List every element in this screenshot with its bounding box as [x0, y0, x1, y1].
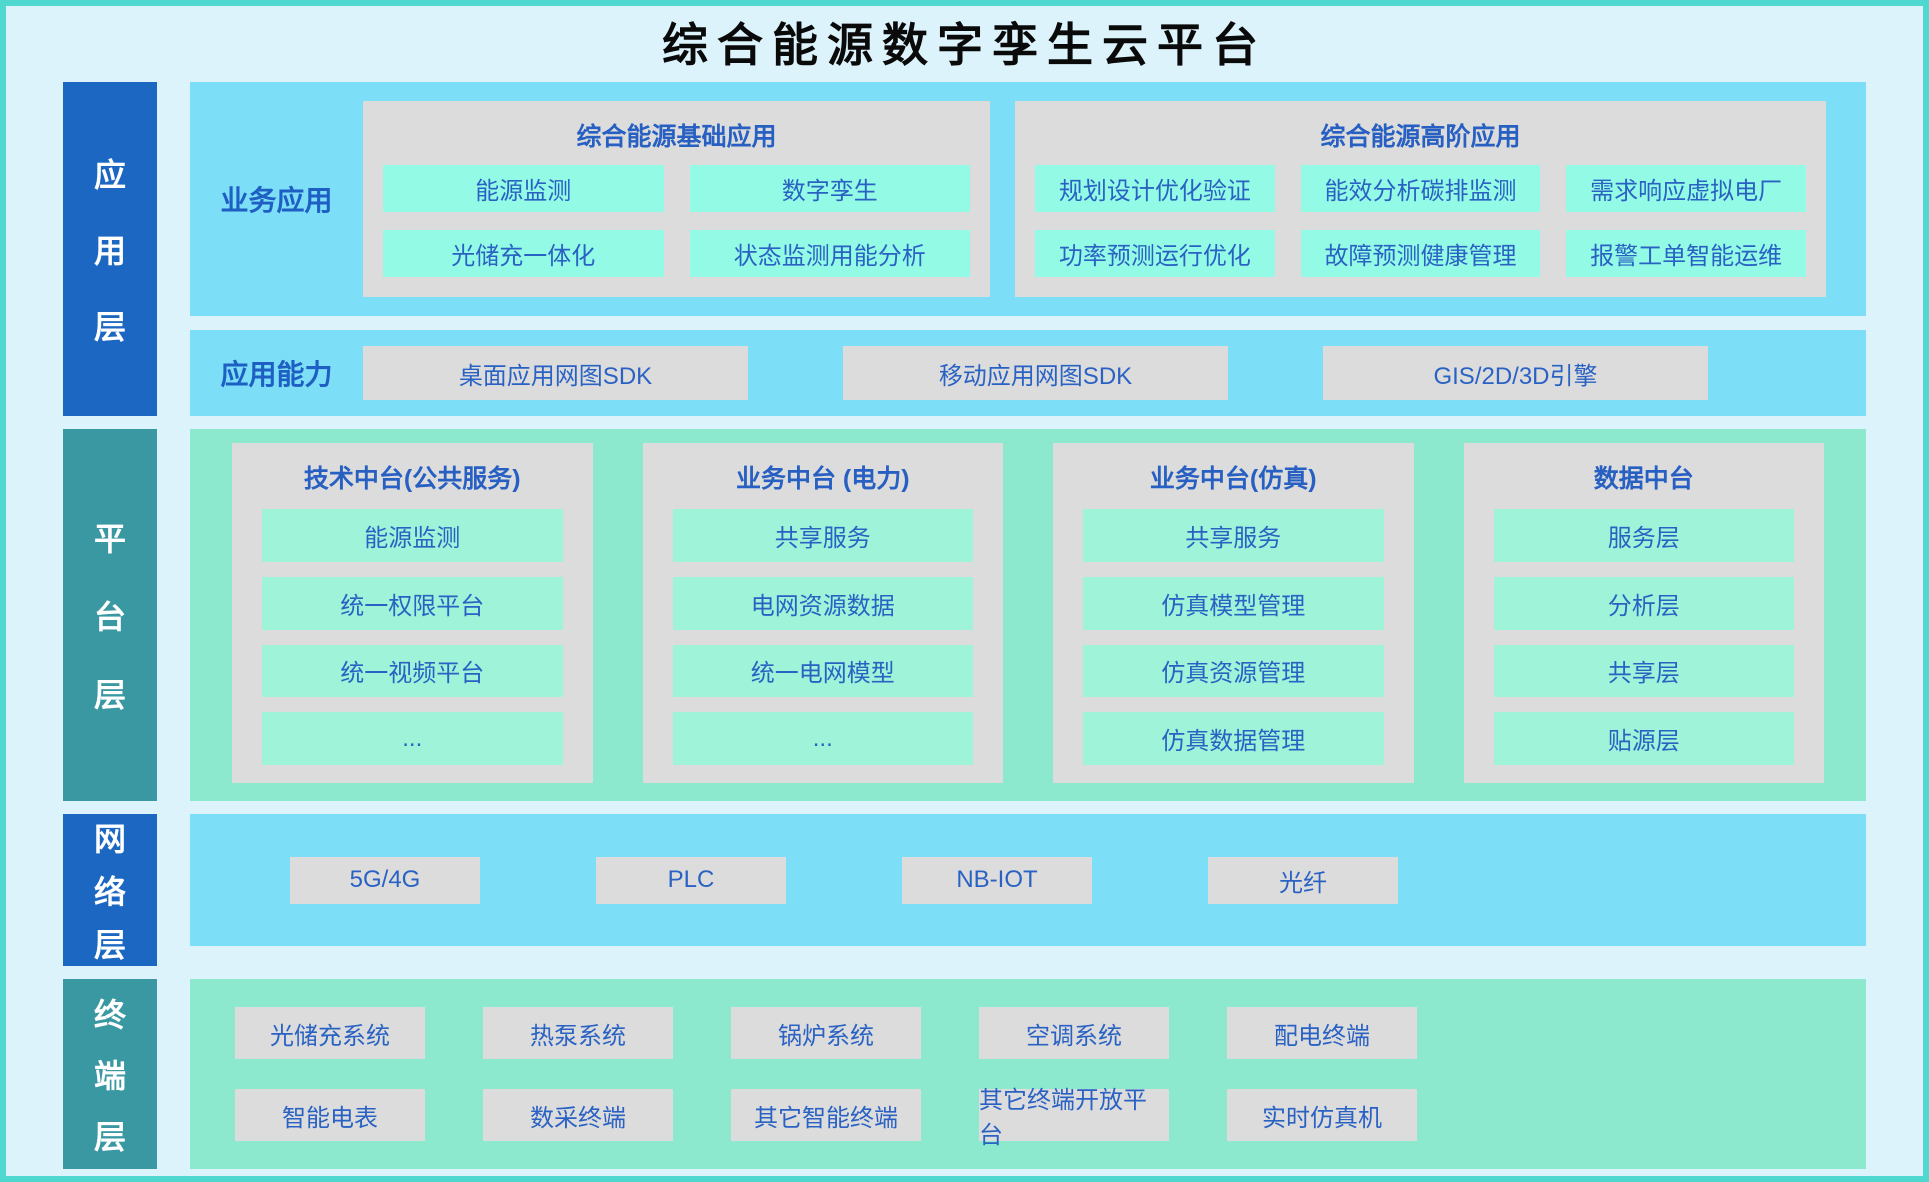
- app-item-virtual-power-plant: 需求响应虚拟电厂: [1566, 165, 1806, 212]
- panel-advanced-apps-title: 综合能源高阶应用: [1320, 123, 1521, 151]
- terminal-boiler-system: 锅炉系统: [731, 1007, 921, 1059]
- plat-item-unified-video: 统一视频平台: [262, 644, 563, 698]
- network-fiber: 光纤: [1208, 856, 1398, 904]
- plat-item-unified-auth: 统一权限平台: [262, 576, 563, 630]
- panel-tech-middle-title: 技术中台(公共服务): [303, 465, 521, 493]
- application-content: 业务应用 综合能源基础应用 能源监测 数字孪生 光储充一体化 状态监测用能分析 …: [190, 82, 1866, 416]
- panel-basic-apps-title: 综合能源基础应用: [576, 123, 777, 151]
- capability-mobile-sdk: 移动应用网图SDK: [843, 346, 1228, 400]
- panel-tech-middle: 技术中台(公共服务) 能源监测 统一权限平台 统一视频平台 ...: [232, 443, 593, 783]
- network-5g-4g: 5G/4G: [290, 856, 480, 904]
- app-item-condition-monitoring: 状态监测用能分析: [689, 230, 970, 277]
- plat-item-sharing-tier: 共享层: [1493, 644, 1794, 698]
- plat-item-sim-model-mgmt: 仿真模型管理: [1083, 576, 1384, 630]
- terminal-row: 光储充系统 热泵系统 锅炉系统 空调系统 配电终端 智能电表 数采终端 其它智能…: [190, 979, 1866, 1169]
- layer-network: 网络层 5G/4G PLC NB-IOT 光纤: [63, 814, 1866, 966]
- panel-business-power-title: 业务中台 (电力): [735, 465, 910, 493]
- capability-gis-engine: GIS/2D/3D引擎: [1323, 346, 1708, 400]
- layer-stack: 应用层 业务应用 综合能源基础应用 能源监测 数字孪生 光储充一体化 状态监测用…: [63, 82, 1866, 1169]
- terminal-smart-meter: 智能电表: [235, 1089, 425, 1141]
- data-middle-stack: 服务层 分析层 共享层 贴源层: [1493, 509, 1794, 765]
- platform-content: 技术中台(公共服务) 能源监测 统一权限平台 统一视频平台 ... 业务中台 (…: [190, 429, 1866, 801]
- plat-item-shared-services-sim: 共享服务: [1083, 509, 1384, 562]
- panel-data-middle-title: 数据中台: [1593, 465, 1694, 493]
- terminal-pv-storage-system: 光储充系统: [235, 1007, 425, 1059]
- terminal-line-2: 智能电表 数采终端 其它智能终端 其它终端开放平台 实时仿真机: [190, 1087, 1866, 1149]
- plat-item-sim-resource-mgmt: 仿真资源管理: [1083, 644, 1384, 698]
- app-item-fault-prediction: 故障预测健康管理: [1300, 230, 1541, 277]
- app-item-power-forecast: 功率预测运行优化: [1035, 230, 1275, 277]
- plat-item-unified-grid-model: 统一电网模型: [672, 644, 973, 698]
- capability-label: 应用能力: [220, 359, 333, 390]
- business-simulation-stack: 共享服务 仿真模型管理 仿真资源管理 仿真数据管理: [1083, 509, 1384, 765]
- panel-advanced-apps: 综合能源高阶应用 规划设计优化验证 能效分析碳排监测 需求响应虚拟电厂 功率预测…: [1015, 101, 1826, 297]
- capability-row: 应用能力 桌面应用网图SDK 移动应用网图SDK GIS/2D/3D引擎: [190, 330, 1866, 416]
- plat-item-analysis-tier: 分析层: [1493, 576, 1794, 630]
- layer-terminal: 终端层 光储充系统 热泵系统 锅炉系统 空调系统 配电终端 智能电表 数采终端 …: [63, 979, 1866, 1169]
- network-content: 5G/4G PLC NB-IOT 光纤: [190, 814, 1866, 966]
- terminal-hvac-system: 空调系统: [979, 1007, 1169, 1059]
- layer-label-platform: 平台层: [63, 429, 157, 801]
- plat-item-sim-data-mgmt: 仿真数据管理: [1083, 712, 1384, 765]
- layer-platform: 平台层 技术中台(公共服务) 能源监测 统一权限平台 统一视频平台 ... 业务…: [63, 429, 1866, 801]
- page-title: 综合能源数字孪生云平台: [662, 19, 1267, 71]
- capability-desktop-sdk: 桌面应用网图SDK: [363, 346, 748, 400]
- terminal-other-smart-terminals: 其它智能终端: [731, 1089, 921, 1141]
- terminal-data-acquisition: 数采终端: [483, 1089, 673, 1141]
- plat-item-tech-more: ...: [262, 712, 563, 765]
- plat-item-energy-monitoring: 能源监测: [262, 509, 563, 562]
- plat-item-source-tier: 贴源层: [1493, 712, 1794, 765]
- app-item-pv-storage-charging: 光储充一体化: [383, 230, 664, 277]
- panel-business-simulation-title: 业务中台(仿真): [1149, 465, 1317, 493]
- terminal-line-1: 光储充系统 热泵系统 锅炉系统 空调系统 配电终端: [190, 1007, 1866, 1059]
- terminal-realtime-simulator: 实时仿真机: [1227, 1089, 1417, 1141]
- app-item-planning-validation: 规划设计优化验证: [1035, 165, 1275, 212]
- network-nb-iot: NB-IOT: [902, 856, 1092, 904]
- business-apps-row: 业务应用 综合能源基础应用 能源监测 数字孪生 光储充一体化 状态监测用能分析 …: [190, 82, 1866, 316]
- app-item-alarm-workorder: 报警工单智能运维: [1566, 230, 1806, 277]
- terminal-open-platform: 其它终端开放平台: [979, 1087, 1169, 1149]
- panel-data-middle: 数据中台 服务层 分析层 共享层 贴源层: [1463, 443, 1824, 783]
- terminal-content: 光储充系统 热泵系统 锅炉系统 空调系统 配电终端 智能电表 数采终端 其它智能…: [190, 979, 1866, 1169]
- layer-label-network: 网络层: [63, 814, 157, 966]
- business-apps-label: 业务应用: [220, 185, 333, 216]
- network-row: 5G/4G PLC NB-IOT 光纤: [190, 814, 1866, 946]
- network-plc: PLC: [596, 856, 786, 904]
- terminal-heat-pump-system: 热泵系统: [483, 1007, 673, 1059]
- panel-business-simulation: 业务中台(仿真) 共享服务 仿真模型管理 仿真资源管理 仿真数据管理: [1053, 443, 1414, 783]
- tech-middle-stack: 能源监测 统一权限平台 统一视频平台 ...: [262, 509, 563, 765]
- layer-label-terminal: 终端层: [63, 979, 157, 1169]
- layer-label-application: 应用层: [63, 82, 157, 416]
- plat-item-grid-resource-data: 电网资源数据: [672, 576, 973, 630]
- app-item-carbon-monitoring: 能效分析碳排监测: [1300, 165, 1541, 212]
- plat-item-service-tier: 服务层: [1493, 509, 1794, 562]
- app-item-digital-twin: 数字孪生: [689, 165, 970, 212]
- plat-item-shared-services-power: 共享服务: [672, 509, 973, 562]
- panel-basic-apps: 综合能源基础应用 能源监测 数字孪生 光储充一体化 状态监测用能分析: [363, 101, 990, 297]
- panel-business-power: 业务中台 (电力) 共享服务 电网资源数据 统一电网模型 ...: [642, 443, 1003, 783]
- advanced-apps-grid: 规划设计优化验证 能效分析碳排监测 需求响应虚拟电厂 功率预测运行优化 故障预测…: [1035, 165, 1806, 277]
- layer-application: 应用层 业务应用 综合能源基础应用 能源监测 数字孪生 光储充一体化 状态监测用…: [63, 82, 1866, 416]
- basic-apps-grid: 能源监测 数字孪生 光储充一体化 状态监测用能分析: [383, 165, 970, 277]
- platform-row: 技术中台(公共服务) 能源监测 统一权限平台 统一视频平台 ... 业务中台 (…: [190, 429, 1866, 801]
- app-item-energy-monitoring: 能源监测: [383, 165, 664, 212]
- plat-item-power-more: ...: [672, 712, 973, 765]
- business-power-stack: 共享服务 电网资源数据 统一电网模型 ...: [672, 509, 973, 765]
- terminal-distribution-terminal: 配电终端: [1227, 1007, 1417, 1059]
